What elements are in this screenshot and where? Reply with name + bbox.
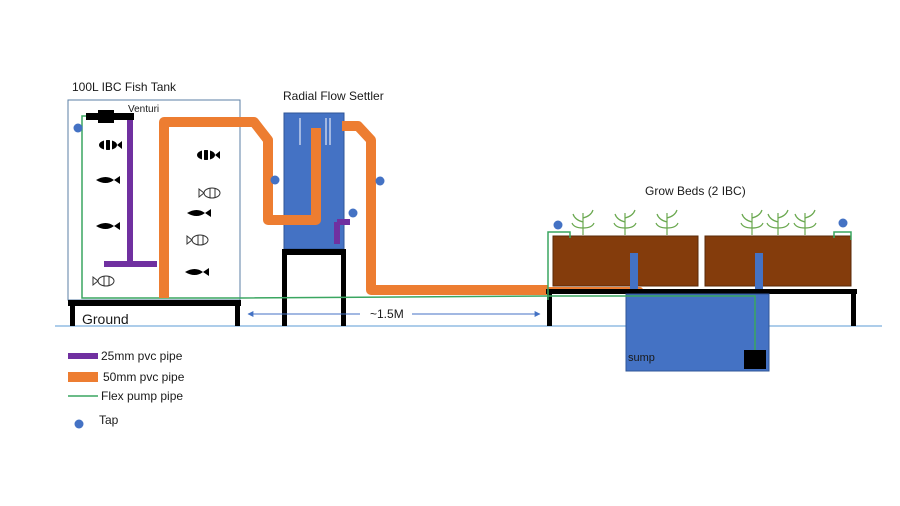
legend-item-tap: Tap bbox=[74, 413, 119, 429]
legend-label: 50mm pvc pipe bbox=[103, 370, 185, 384]
settler-stand bbox=[282, 249, 346, 326]
legend-label: Tap bbox=[99, 413, 119, 427]
sump-tank bbox=[625, 293, 770, 372]
legend-item-25mm: 25mm pvc pipe bbox=[68, 349, 183, 363]
sump: sump bbox=[625, 293, 770, 372]
fish-tank: 100L IBC Fish Tank Venturi bbox=[67, 80, 241, 301]
siphon-2 bbox=[755, 253, 763, 290]
siphon-1 bbox=[630, 253, 638, 290]
tap-icon bbox=[553, 218, 848, 230]
distance-marker: ~1.5M bbox=[247, 307, 541, 321]
pipe-25mm-fish-tank bbox=[104, 120, 157, 267]
legend-label: Flex pump pipe bbox=[101, 389, 183, 403]
fish-tank-label: 100L IBC Fish Tank bbox=[72, 80, 177, 94]
clownfish-outline-icon bbox=[92, 187, 221, 287]
tap-icon bbox=[73, 123, 83, 133]
legend-item-50mm: 50mm pvc pipe bbox=[68, 370, 185, 384]
tap-icon bbox=[74, 419, 84, 429]
fish-tank-outline bbox=[67, 99, 241, 301]
legend: 25mm pvc pipe 50mm pvc pipe Flex pump pi… bbox=[68, 349, 185, 429]
legend-label: 25mm pvc pipe bbox=[101, 349, 183, 363]
grow-bed-2 bbox=[704, 235, 852, 287]
clownfish-icon bbox=[99, 140, 220, 160]
flex-pump-pipe bbox=[239, 231, 852, 350]
grow-beds-label: Grow Beds (2 IBC) bbox=[645, 184, 746, 198]
venturi-body bbox=[98, 110, 114, 123]
pipe-25mm-settler bbox=[334, 219, 350, 244]
distance-label: ~1.5M bbox=[370, 307, 404, 321]
grow-bed-stand bbox=[546, 289, 857, 326]
grow-beds: Grow Beds (2 IBC) bbox=[552, 184, 852, 290]
fish-icon bbox=[96, 176, 211, 276]
grow-bed-1 bbox=[552, 235, 699, 287]
sump-pump bbox=[744, 350, 766, 369]
plant-icon bbox=[571, 209, 817, 235]
venturi-label: Venturi bbox=[128, 104, 159, 115]
tap-icon bbox=[270, 175, 385, 218]
sump-label: sump bbox=[628, 352, 655, 364]
settler-label: Radial Flow Settler bbox=[283, 89, 384, 103]
ground-label: Ground bbox=[82, 311, 129, 327]
legend-item-flex: Flex pump pipe bbox=[68, 389, 183, 403]
fish-tank-stand bbox=[68, 300, 241, 326]
